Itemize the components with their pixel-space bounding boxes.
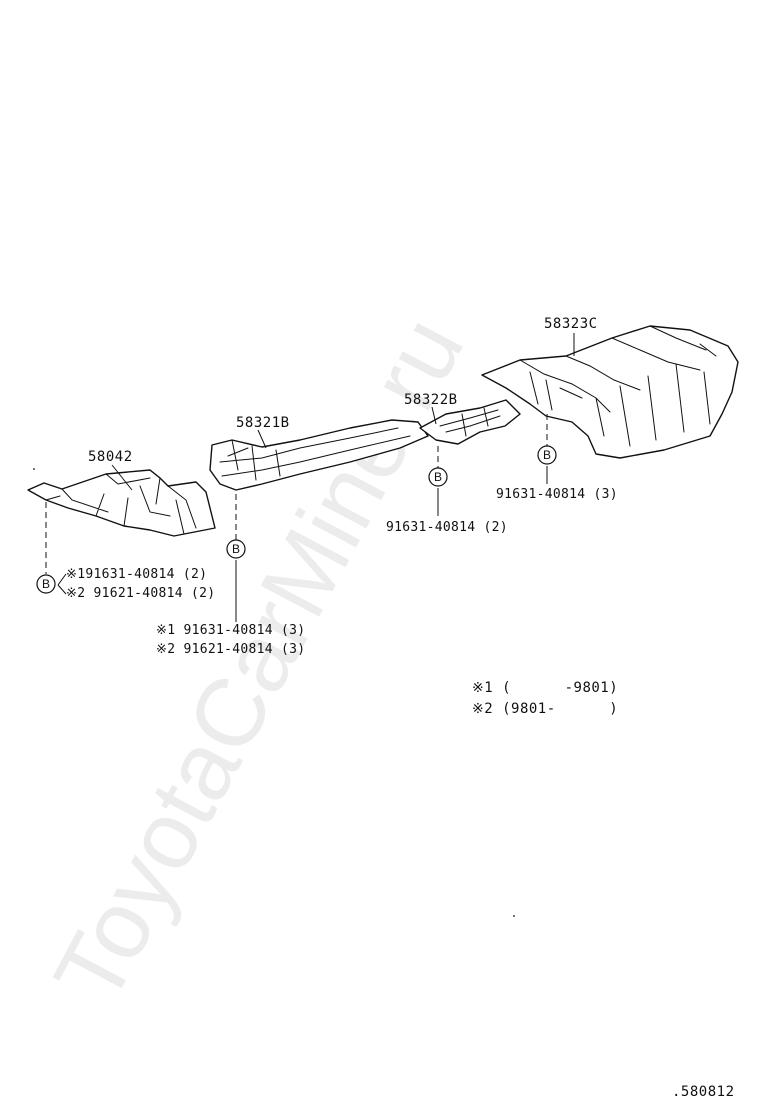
callout-right: 91631-40814 (3) <box>496 487 618 502</box>
part-label-58322B: 58322B <box>404 392 458 408</box>
callout-middle-line2: ※2 91621-40814 (3) <box>156 642 305 657</box>
callout-center: 91631-40814 (2) <box>386 520 508 535</box>
bolt-marker-label: B <box>434 470 442 484</box>
scan-dot <box>513 915 515 917</box>
part-58323C-drawing <box>481 325 739 459</box>
leader-lines <box>57 333 575 622</box>
legend-note-1: ※1 ( -9801) <box>472 680 618 696</box>
callout-middle-line1: ※1 91631-40814 (3) <box>156 623 305 638</box>
bolt-marker-right: B <box>537 445 557 465</box>
callout-left-line1: ※191631-40814 (2) <box>66 567 207 582</box>
part-label-58042: 58042 <box>88 449 133 465</box>
part-58042-drawing <box>27 469 216 537</box>
bolt-marker-middle: B <box>226 539 246 559</box>
bolt-marker-left: B <box>36 574 56 594</box>
dashed-fastener-lines <box>45 414 548 574</box>
scan-dot <box>33 468 35 470</box>
part-label-58323C: 58323C <box>544 316 598 332</box>
bolt-marker-label: B <box>232 542 240 556</box>
bolt-marker-center: B <box>428 467 448 487</box>
diagram-code: .580812 <box>672 1084 735 1100</box>
part-58322B-drawing <box>419 399 521 445</box>
part-58321B-drawing <box>209 419 429 491</box>
legend-note-2: ※2 (9801- ) <box>472 701 618 717</box>
watermark: ToyotaCarMine.ru <box>34 301 484 1020</box>
bolt-marker-label: B <box>543 448 551 462</box>
bolt-marker-label: B <box>42 577 50 591</box>
part-label-58321B: 58321B <box>236 415 290 431</box>
callout-left-line2: ※2 91621-40814 (2) <box>66 586 215 601</box>
